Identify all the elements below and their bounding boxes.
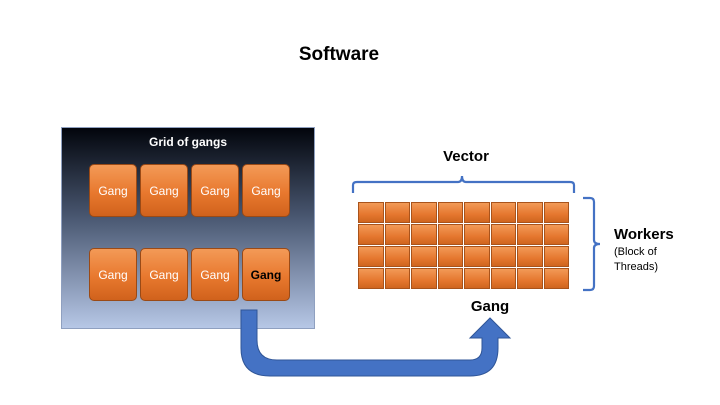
thread-cell bbox=[358, 202, 384, 223]
grid-of-gangs-label: Grid of gangs bbox=[149, 135, 227, 149]
thread-cell bbox=[384, 268, 410, 289]
gang-box: Gang bbox=[140, 164, 188, 217]
thread-cell bbox=[384, 224, 410, 245]
gang-box-highlighted: Gang bbox=[242, 248, 290, 301]
gang-box: Gang bbox=[191, 248, 239, 301]
thread-grid bbox=[358, 202, 570, 290]
thread-cell bbox=[490, 246, 516, 267]
gang-box: Gang bbox=[191, 164, 239, 217]
thread-cell bbox=[517, 224, 543, 245]
thread-cell bbox=[517, 202, 543, 223]
thread-cell bbox=[464, 202, 490, 223]
workers-label: Workers bbox=[614, 226, 674, 243]
thread-cell bbox=[384, 202, 410, 223]
gang-caption: Gang bbox=[470, 298, 510, 315]
thread-cell bbox=[411, 224, 437, 245]
thread-cell bbox=[490, 224, 516, 245]
thread-cell bbox=[464, 224, 490, 245]
block-of-threads-label: (Block of Threads) bbox=[614, 246, 659, 273]
thread-cell bbox=[464, 246, 490, 267]
thread-cell bbox=[437, 246, 463, 267]
gang-box: Gang bbox=[89, 248, 137, 301]
thread-cell bbox=[437, 224, 463, 245]
thread-cell bbox=[358, 246, 384, 267]
workers-bracket bbox=[583, 196, 601, 292]
thread-cell bbox=[411, 202, 437, 223]
gang-box: Gang bbox=[242, 164, 290, 217]
thread-cell bbox=[543, 202, 569, 223]
thread-cell bbox=[543, 224, 569, 245]
gang-arrow bbox=[240, 309, 512, 377]
grid-of-gangs-panel: Grid of gangs Gang Gang Gang Gang Gang G… bbox=[61, 127, 315, 329]
thread-cell bbox=[437, 268, 463, 289]
thread-cell bbox=[490, 268, 516, 289]
page-title: Software bbox=[298, 44, 380, 65]
thread-cell bbox=[464, 268, 490, 289]
thread-cell bbox=[543, 246, 569, 267]
gang-box: Gang bbox=[89, 164, 137, 217]
thread-cell bbox=[437, 202, 463, 223]
thread-cell bbox=[384, 246, 410, 267]
thread-cell bbox=[490, 202, 516, 223]
thread-cell bbox=[517, 246, 543, 267]
gang-box: Gang bbox=[140, 248, 188, 301]
thread-cell bbox=[358, 224, 384, 245]
thread-cell bbox=[411, 246, 437, 267]
thread-cell bbox=[358, 268, 384, 289]
vector-bracket bbox=[351, 175, 576, 193]
thread-cell bbox=[517, 268, 543, 289]
vector-label: Vector bbox=[443, 148, 489, 165]
thread-cell bbox=[543, 268, 569, 289]
thread-cell bbox=[411, 268, 437, 289]
